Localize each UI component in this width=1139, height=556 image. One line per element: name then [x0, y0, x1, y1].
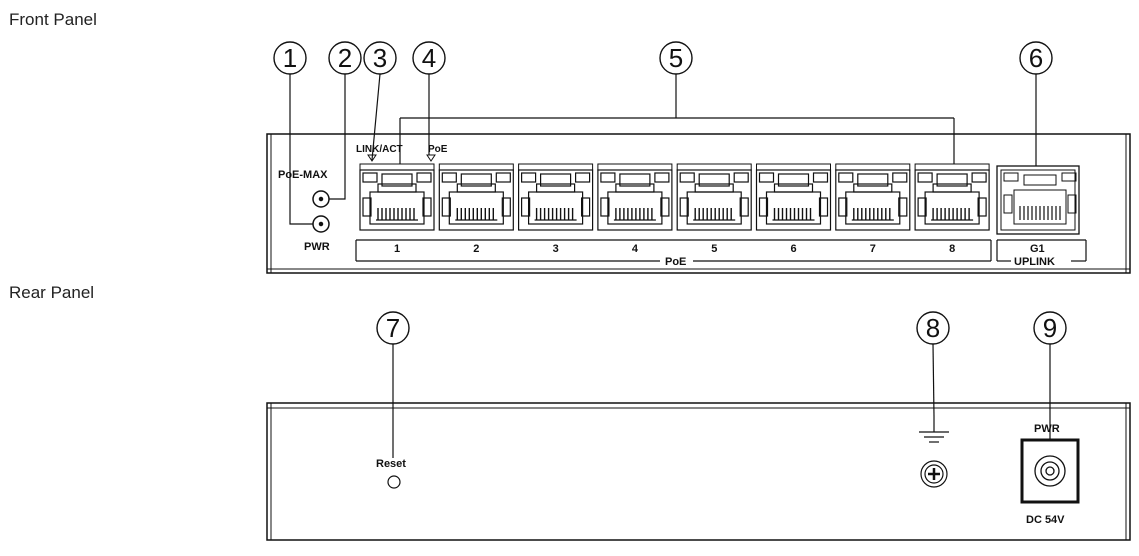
port-number-label: 1 [394, 243, 400, 255]
rj45-ports [359, 163, 990, 231]
reset-button[interactable] [387, 475, 401, 489]
rj45-port-icon [835, 163, 911, 231]
callout-6-number: 6 [1029, 43, 1043, 73]
callout-8-number: 8 [926, 313, 940, 343]
g1-port-label: G1 [1030, 243, 1045, 255]
port-number-label: 5 [711, 243, 717, 255]
callout-2-number: 2 [338, 43, 352, 73]
ground-screw-icon [919, 416, 949, 488]
reset-label: Reset [376, 458, 406, 470]
front-panel-title: Front Panel [9, 10, 97, 29]
front-panel [266, 133, 1131, 274]
rj45-port-icon [438, 163, 514, 231]
dc-power-jack-icon [1020, 438, 1080, 504]
callout-1-number: 1 [283, 43, 297, 73]
callout-9-number: 9 [1043, 313, 1057, 343]
rear-panel [266, 402, 1131, 541]
poe-max-label: PoE-MAX [278, 169, 328, 181]
front-callouts [273, 41, 1053, 75]
dc-voltage-label: DC 54V [1026, 514, 1065, 526]
callout-3-number: 3 [373, 43, 387, 73]
poe-group-label: PoE [665, 256, 686, 268]
front-leader-lines [289, 73, 1037, 225]
callout-7-number: 7 [386, 313, 400, 343]
rj45-port-icon [676, 163, 752, 231]
rear-callouts [376, 311, 1067, 345]
front-panel-outline [266, 133, 1131, 274]
rj45-port-icon [597, 163, 673, 231]
poe-max-led [312, 190, 330, 208]
rj45-port-icon [359, 163, 435, 231]
rj45-port-icon [755, 163, 832, 231]
port-group-brackets [355, 239, 1087, 262]
pwr-label: PWR [304, 241, 330, 253]
rear-pwr-label: PWR [1034, 423, 1060, 435]
rear-panel-outline [266, 402, 1131, 541]
port-number-label: 6 [791, 243, 797, 255]
poe-led-label: PoE [428, 144, 448, 155]
link-act-label: LINK/ACT [356, 144, 403, 155]
port-number-label: 8 [949, 243, 955, 255]
rear-panel-title: Rear Panel [9, 283, 95, 302]
port-number-label: 7 [870, 243, 876, 255]
callout-5-number: 5 [669, 43, 683, 73]
rj45-port-icon [517, 163, 594, 231]
g1-uplink-port [996, 165, 1080, 235]
uplink-group-label: UPLINK [1014, 256, 1055, 268]
pwr-led [312, 215, 330, 233]
port-number-label: 2 [473, 243, 479, 255]
poe-led-marker-icon [426, 154, 436, 162]
port-number-label: 3 [553, 243, 559, 255]
callout-4-number: 4 [422, 43, 436, 73]
rj45-port-icon [914, 163, 990, 231]
rear-leader-lines [392, 343, 1051, 458]
port-number-label: 4 [632, 243, 639, 255]
